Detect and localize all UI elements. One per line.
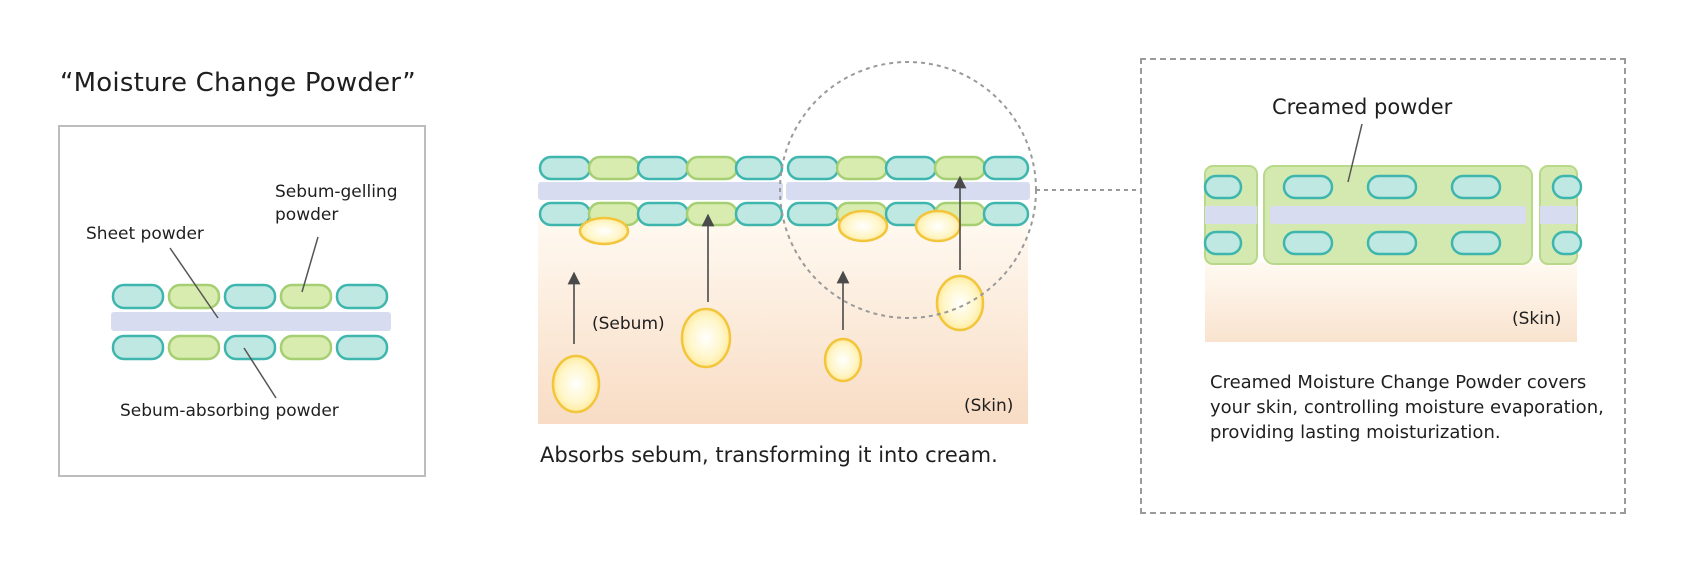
panel2-skin-label: (Skin) xyxy=(964,396,1014,416)
panel2-powder-structure xyxy=(538,155,1030,227)
zoom-indicator xyxy=(779,61,1140,319)
panel2-sebum-droplets xyxy=(551,209,985,414)
panel3-description: Creamed Moisture Change Powder covers yo… xyxy=(1210,372,1604,443)
panel3-frame xyxy=(1140,58,1626,514)
sebum-gelling-label-line1: Sebum-gelling xyxy=(275,182,398,202)
creamed-powder-label: Creamed powder xyxy=(1272,95,1453,119)
sheet-powder-label: Sheet powder xyxy=(86,224,204,244)
panel1-title: “Moisture Change Powder” xyxy=(60,68,416,98)
panel3-skin-area xyxy=(1205,262,1577,342)
panel3-creamed-structure xyxy=(1203,123,1583,265)
panel2-caption: Absorbs sebum, transforming it into crea… xyxy=(540,443,998,467)
sebum-absorbing-label: Sebum-absorbing powder xyxy=(120,401,339,421)
sebum-label: (Sebum) xyxy=(592,314,665,334)
sebum-gelling-label-line2: powder xyxy=(275,205,339,225)
panel1-frame xyxy=(58,125,426,477)
panel2-arrows xyxy=(567,175,967,344)
panel3-skin-label: (Skin) xyxy=(1512,309,1562,329)
panel1-powder-structure xyxy=(111,236,391,399)
